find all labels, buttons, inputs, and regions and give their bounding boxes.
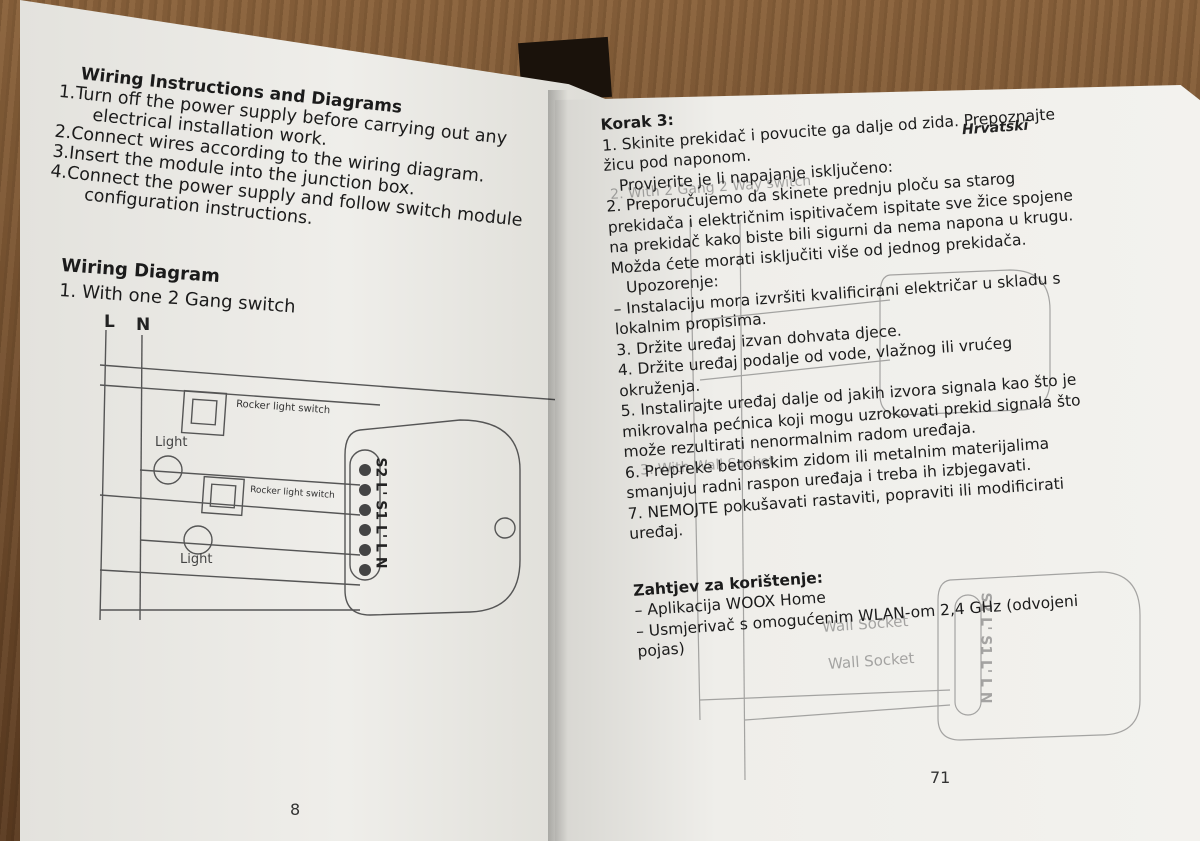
live-wire-label: L [104,312,115,332]
left-page [20,0,610,841]
book-gutter [548,90,568,841]
page-number-right: 71 [930,768,951,787]
light-1-label: Light [155,435,188,450]
croatian-instructions: Korak 3: 1. Skinite prekidač i povucite … [600,76,1197,662]
light-2-label: Light [180,552,213,567]
page-number-left: 8 [290,800,301,819]
neutral-wire-label: N [136,315,151,335]
right-page [555,85,1200,841]
